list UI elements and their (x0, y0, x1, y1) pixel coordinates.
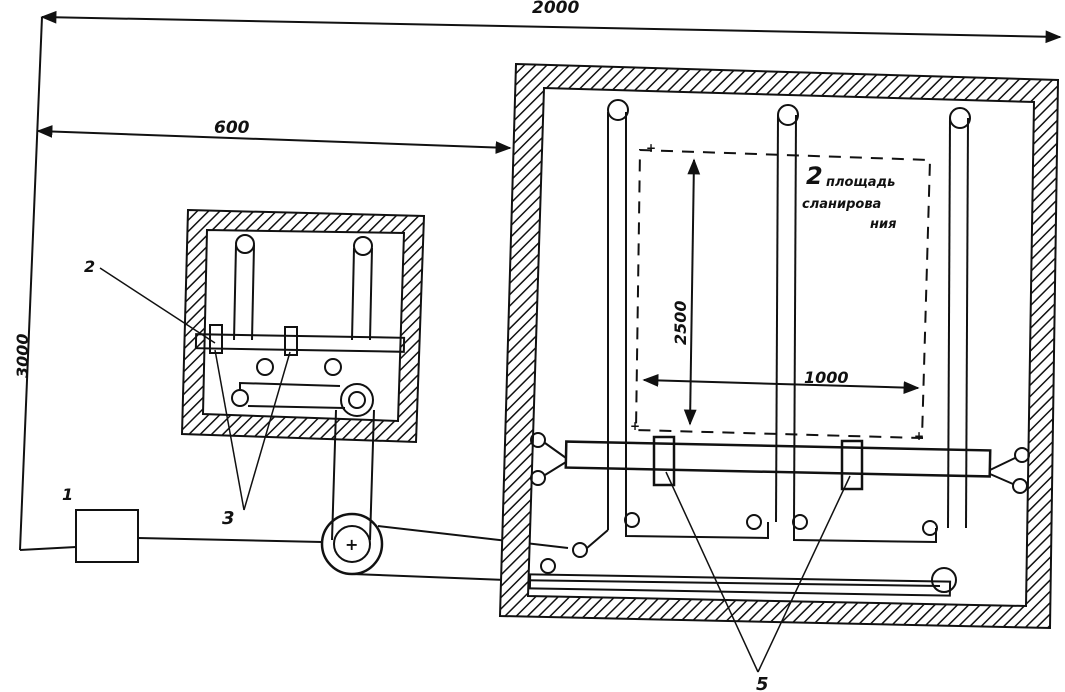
small-room-pulley-icon (235, 234, 255, 254)
zone-corner-mark: + (646, 141, 656, 155)
zone-label-line3: ния (870, 217, 896, 232)
zone-label-line2: сланирова (802, 197, 881, 212)
large-room-pulley-icon (949, 107, 971, 129)
motor-box (75, 509, 139, 563)
large-room-carriage (652, 435, 676, 487)
zone-height-label: 2500 (671, 300, 690, 345)
corner-pulley-icon (931, 567, 957, 593)
large-room-pulley-icon (607, 99, 629, 121)
zone-width-label: 1000 (804, 368, 849, 387)
large-room (498, 62, 1060, 630)
dimension-total-height-label: 3000 (13, 333, 32, 378)
callout-3-label: 3 (222, 508, 235, 529)
callout-3: 3 (214, 349, 291, 529)
roller-icon (624, 512, 640, 528)
zone-corner-mark: + (914, 429, 924, 443)
drive-pulley-icon (340, 383, 374, 417)
roller-icon (572, 542, 588, 558)
bottom-rail (528, 573, 952, 597)
zone-corner-mark: + (630, 419, 640, 433)
small-room (180, 208, 426, 444)
roller-icon (540, 558, 556, 574)
dimension-total-height: 3000 (13, 16, 77, 551)
dimension-left-offset: 600 (36, 118, 512, 154)
zone-number: 2 (806, 162, 823, 190)
large-room-pulley-icon (777, 104, 799, 126)
roller-icon (256, 358, 274, 376)
roller-icon (530, 432, 546, 448)
drive-cross-icon: + (345, 535, 358, 554)
zone-label-line1: площадь (826, 175, 895, 190)
roller-icon (792, 514, 808, 530)
dimension-left-offset-label: 600 (214, 118, 250, 138)
large-room-carriage (840, 439, 864, 491)
small-room-rail (194, 333, 406, 353)
callout-5-label: 5 (756, 674, 769, 692)
small-room-pulley-icon (353, 236, 373, 256)
roller-icon (231, 389, 249, 407)
roller-icon (746, 514, 762, 530)
callout-1-label: 1 (62, 485, 73, 504)
roller-icon (922, 520, 938, 536)
roller-icon (1014, 447, 1030, 463)
callout-2: 2 (84, 257, 216, 344)
large-room-beam (564, 440, 992, 478)
callout-2-label: 2 (84, 257, 95, 276)
small-room-carriage (284, 326, 298, 356)
roller-icon (530, 470, 546, 486)
planning-zone: + + + 2500 1000 2 площадь сланирова ния (630, 141, 932, 443)
motor-unit (75, 509, 323, 563)
callout-1: 1 (62, 485, 73, 504)
dimension-total-width: 2000 (40, 0, 1062, 44)
callout-5: 5 (665, 471, 851, 692)
roller-icon (1012, 478, 1028, 494)
dimension-total-width-label: 2000 (532, 0, 579, 18)
roller-icon (324, 358, 342, 376)
